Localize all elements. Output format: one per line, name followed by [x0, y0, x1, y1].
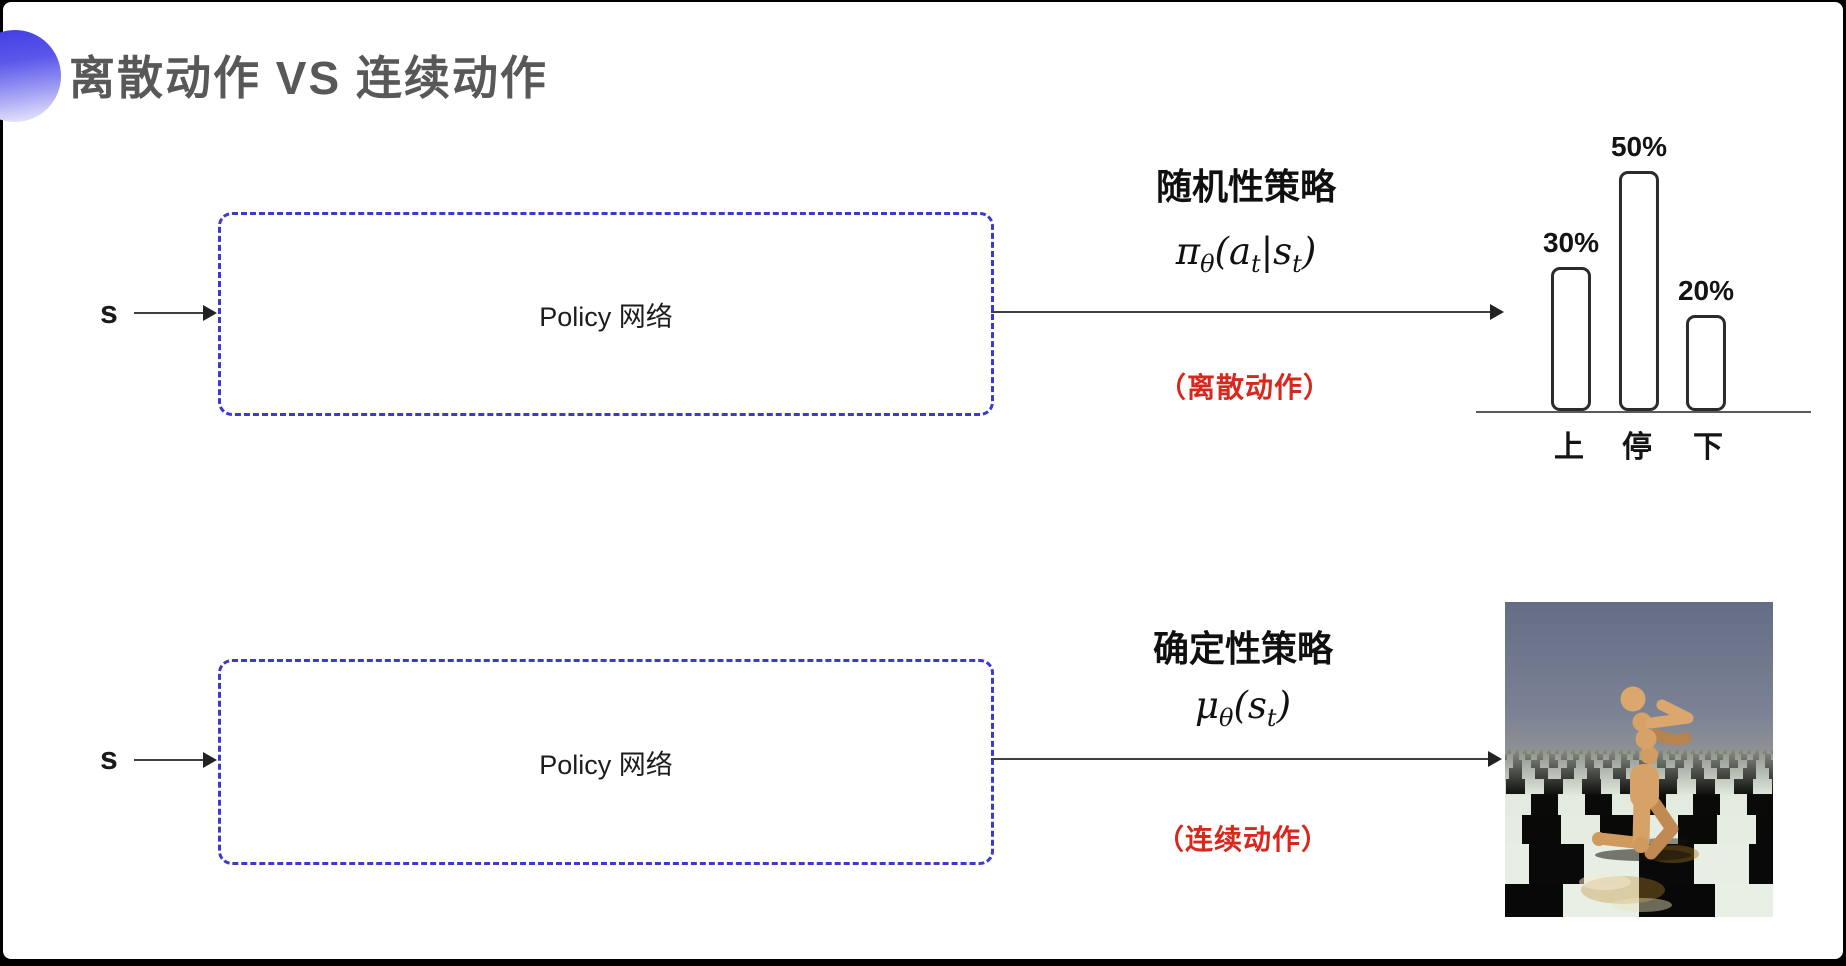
- stochastic-policy-formula: πθ(at|st): [1176, 230, 1317, 278]
- slide-title: 离散动作 VS 连续动作: [69, 52, 548, 104]
- formula-symbol: π: [1175, 230, 1201, 273]
- bar-group: 20%: [1678, 275, 1734, 411]
- formula-bar: |: [1260, 230, 1274, 273]
- formula-subscript: θ: [1200, 250, 1215, 278]
- title-bullet-icon: [0, 30, 61, 122]
- arrow-state-to-policy-top: [134, 305, 217, 321]
- stochastic-policy-title: 随机性策略: [1155, 166, 1337, 207]
- humanoid-simulation-image: [1505, 602, 1773, 917]
- formula-subscript: t: [1251, 250, 1261, 278]
- formula-arg: a: [1228, 230, 1252, 273]
- formula-subscript: t: [1292, 250, 1302, 278]
- continuous-action-note: （连续动作）: [1155, 824, 1331, 855]
- category-label-down: 下: [1693, 431, 1723, 464]
- arrowhead-icon: [203, 305, 217, 321]
- arrowhead-icon: [1490, 304, 1504, 320]
- formula-paren: (: [1233, 684, 1248, 727]
- formula-paren: ): [1276, 684, 1292, 727]
- arrow-policy-to-output-bottom: [991, 751, 1502, 767]
- bar-group: 50%: [1611, 131, 1667, 411]
- arrowhead-icon: [203, 752, 217, 768]
- arrowhead-icon: [1488, 751, 1502, 767]
- arrow-policy-to-output-top: [991, 304, 1504, 320]
- deterministic-policy-formula: μθ(st): [1195, 684, 1291, 732]
- humanoid-figure: [1592, 686, 1694, 860]
- bar-value-label: 30%: [1542, 227, 1600, 258]
- state-input-label-bottom: s: [100, 740, 118, 776]
- category-label-stop: 停: [1622, 431, 1652, 464]
- policy-network-box-bottom: Policy 网络: [218, 659, 994, 865]
- action-probability-bar-chart: 30% 50% 20% 上 停 下: [1476, 102, 1811, 464]
- state-input-label-top: s: [100, 294, 118, 330]
- arrow-state-to-policy-bottom: [134, 752, 217, 768]
- policy-network-label-top: Policy 网络: [539, 301, 673, 332]
- discrete-action-note: （离散动作）: [1157, 372, 1333, 403]
- formula-arg: s: [1247, 684, 1267, 727]
- bar-down: [1685, 315, 1726, 411]
- policy-network-box-top: Policy 网络: [218, 212, 994, 416]
- formula-arg: s: [1273, 230, 1293, 273]
- formula-symbol: μ: [1194, 684, 1220, 727]
- deterministic-policy-title: 确定性策略: [1152, 628, 1334, 669]
- policy-network-label-bottom: Policy 网络: [539, 749, 673, 780]
- formula-paren: (: [1214, 230, 1229, 273]
- formula-subscript: θ: [1219, 704, 1234, 732]
- bar-group: 30%: [1543, 227, 1599, 411]
- bar-stop: [1618, 171, 1659, 411]
- bar-value-label: 20%: [1677, 275, 1735, 306]
- bar-up: [1550, 267, 1591, 411]
- chart-baseline: [1476, 411, 1811, 413]
- category-label-up: 上: [1554, 431, 1584, 464]
- formula-subscript: t: [1266, 704, 1277, 732]
- bar-value-label: 50%: [1610, 131, 1668, 162]
- formula-paren: ): [1301, 230, 1317, 273]
